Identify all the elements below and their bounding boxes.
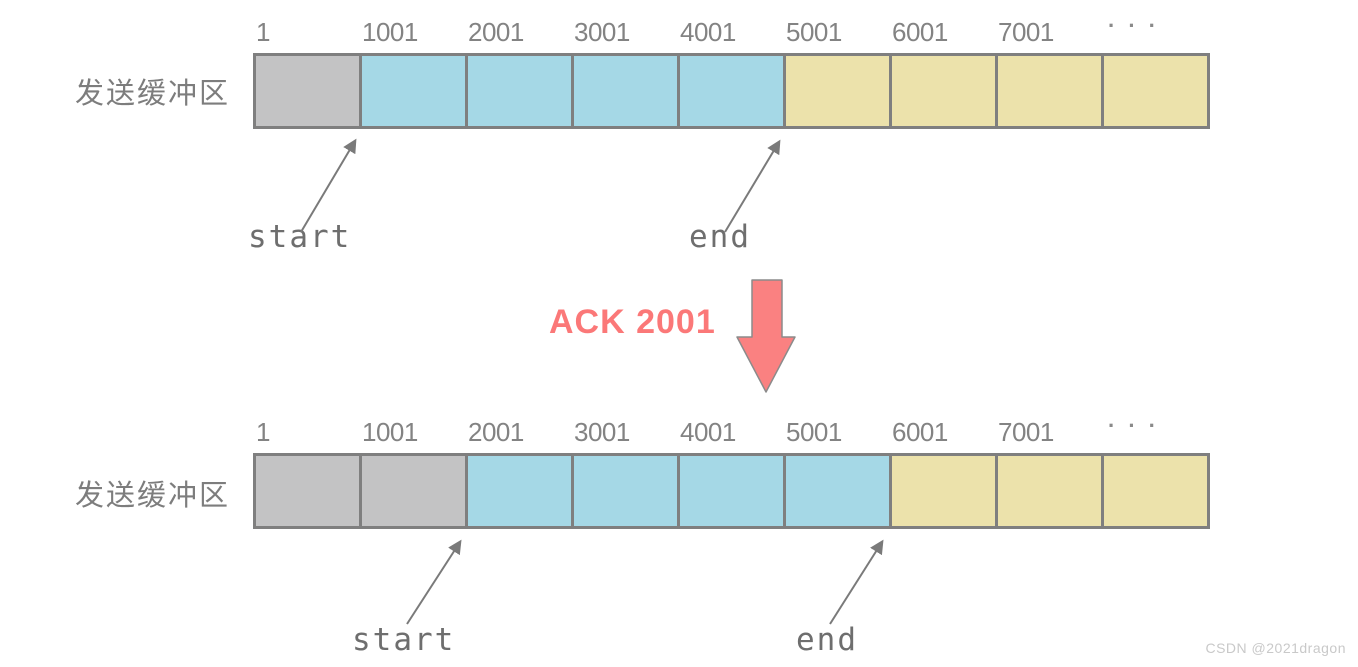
tick-label: 3001	[574, 417, 630, 447]
tick-label: 6001	[892, 417, 948, 447]
tick-label: 1001	[362, 417, 418, 447]
start-pointer-label-after: start	[352, 622, 456, 658]
watermark: CSDN @2021dragon	[1205, 640, 1346, 656]
buffer-cell-pending	[892, 56, 998, 126]
tick-label: 3001	[574, 17, 630, 47]
buffer-cell-window	[468, 456, 574, 526]
buffer-cell-pending	[892, 456, 998, 526]
buffer-cell-pending	[1104, 456, 1207, 526]
buffer-cell-pending	[1104, 56, 1207, 126]
buffer-cell-pending	[998, 56, 1104, 126]
start-pointer-label-before: start	[248, 219, 352, 255]
buffer-cell-pending	[786, 56, 892, 126]
send-buffer-label-before: 发送缓冲区	[75, 78, 231, 110]
buffer-cell-window	[362, 56, 468, 126]
tick-label: 6001	[892, 17, 948, 47]
ellipsis-label: ···	[1108, 413, 1169, 438]
end-pointer-label-after: end	[796, 622, 858, 658]
buffer-cell-window	[574, 456, 680, 526]
buffer-cell-window	[574, 56, 680, 126]
buffer-cell-window	[786, 456, 892, 526]
buffer-box	[253, 53, 1210, 129]
buffer-box	[253, 453, 1210, 529]
tick-row: 1 1001 2001 3001 4001 5001 6001 7001 ···	[253, 413, 1213, 449]
end-pointer-label-before: end	[689, 219, 751, 255]
buffer-cell-acked	[256, 456, 362, 526]
tick-label: 1001	[362, 17, 418, 47]
buffer-cell-window	[468, 56, 574, 126]
big-down-arrow	[736, 279, 796, 393]
buffer-cell-acked	[362, 456, 468, 526]
buffer-cell-acked	[256, 56, 362, 126]
tick-row: 1 1001 2001 3001 4001 5001 6001 7001 ···	[253, 13, 1213, 49]
tick-label: 1	[256, 417, 270, 447]
tick-label: 7001	[998, 417, 1054, 447]
end-arrow-after	[829, 539, 884, 625]
tick-label: 2001	[468, 417, 524, 447]
send-buffer-label-after: 发送缓冲区	[75, 480, 231, 512]
tick-label: 5001	[786, 417, 842, 447]
ack-label: ACK 2001	[549, 303, 716, 341]
buffer-cell-pending	[998, 456, 1104, 526]
buffer-cell-window	[680, 456, 786, 526]
tick-label: 7001	[998, 17, 1054, 47]
buffer-cell-window	[680, 56, 786, 126]
tick-label: 1	[256, 17, 270, 47]
tick-label: 4001	[680, 17, 736, 47]
start-arrow-after	[406, 539, 462, 625]
tick-label: 2001	[468, 17, 524, 47]
tick-label: 5001	[786, 17, 842, 47]
ellipsis-label: ···	[1108, 13, 1169, 38]
tick-label: 4001	[680, 417, 736, 447]
